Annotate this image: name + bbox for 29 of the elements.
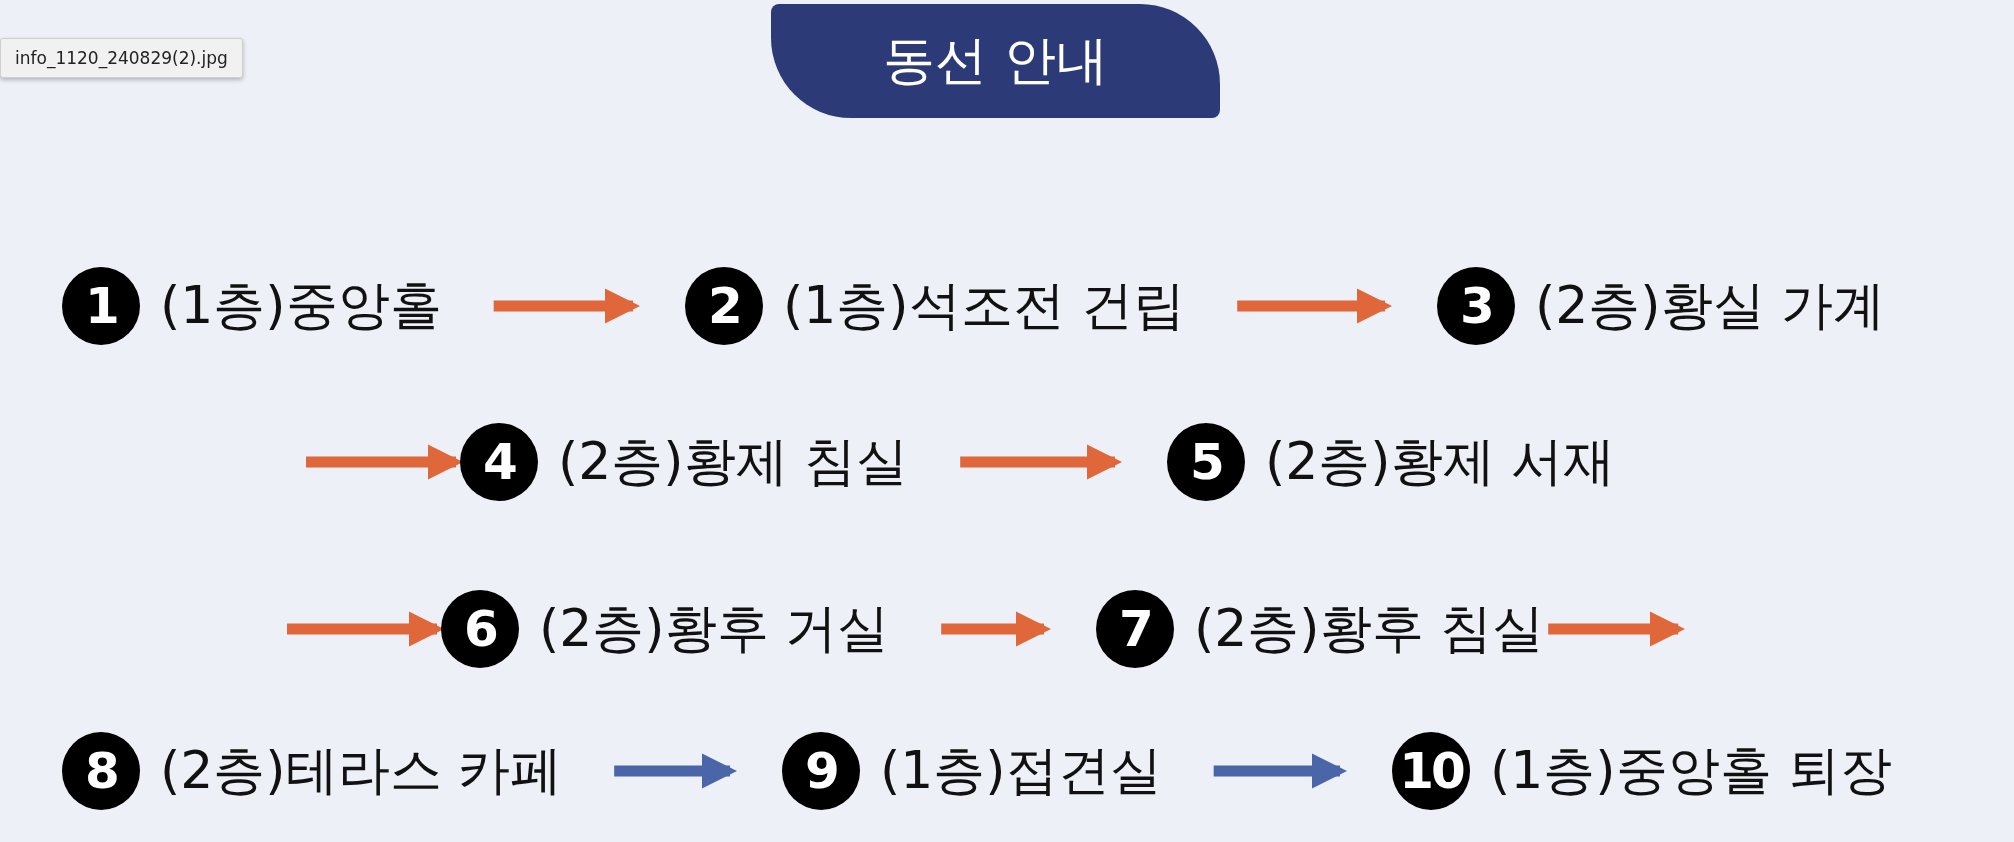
- step-number: 5: [1167, 423, 1245, 501]
- arrow: [614, 753, 738, 789]
- step-number: 7: [1096, 590, 1174, 668]
- step-label: (1층)접견실: [880, 739, 1162, 802]
- step-label: (2층)황제 침실: [558, 430, 909, 493]
- step-number: 6: [441, 590, 519, 668]
- step-label: (2층)황후 거실: [539, 597, 890, 660]
- title-banner: 동선 안내: [771, 4, 1220, 118]
- arrow: [1548, 611, 1686, 647]
- step-number: 4: [460, 423, 538, 501]
- step-label: (1층)중앙홀 퇴장: [1490, 739, 1893, 802]
- step-number: 1: [62, 267, 140, 345]
- step-label: (2층)황실 가계: [1535, 274, 1886, 337]
- arrow: [941, 611, 1052, 647]
- filename-tooltip: info_1120_240829(2).jpg: [0, 38, 243, 78]
- step-label: (1층)석조전 건립: [783, 274, 1186, 337]
- step-number: 10: [1392, 732, 1470, 810]
- step-number: 9: [782, 732, 860, 810]
- step-label: (1층)중앙홀: [160, 274, 442, 337]
- arrow: [1213, 753, 1348, 789]
- arrow: [493, 288, 641, 324]
- step-number: 8: [62, 732, 140, 810]
- step-label: (2층)황후 침실: [1194, 597, 1545, 660]
- step-number: 3: [1437, 267, 1515, 345]
- step-label: (2층)황제 서재: [1265, 430, 1616, 493]
- arrow: [1237, 288, 1393, 324]
- step-number: 2: [685, 267, 763, 345]
- step-label: (2층)테라스 카페: [160, 739, 563, 802]
- arrow: [960, 444, 1123, 480]
